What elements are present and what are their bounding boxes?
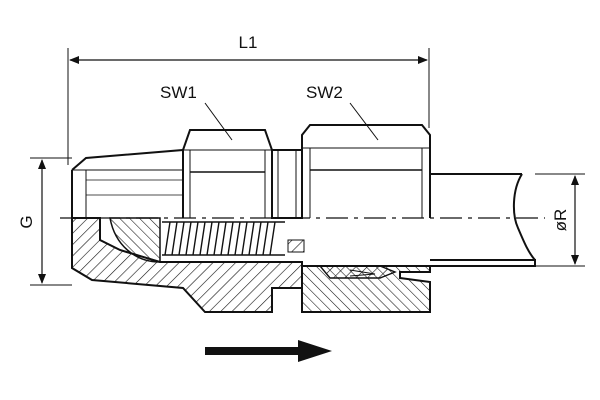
section-view [71,217,431,313]
wrench-size-callouts: SW1 SW2 [160,83,379,141]
label-sw2: SW2 [306,83,343,102]
dimension-l1: L1 [67,33,430,165]
label-sw1: SW1 [160,83,197,102]
dimension-g: G [17,157,72,286]
flow-direction-arrow [205,340,332,362]
dimension-label-l1: L1 [239,33,258,52]
fitting-body [71,124,536,267]
thread-teeth [162,221,285,256]
dimension-label-g: G [17,215,36,228]
dimension-label-r: øR [551,209,570,232]
dimension-r: øR [535,173,585,267]
